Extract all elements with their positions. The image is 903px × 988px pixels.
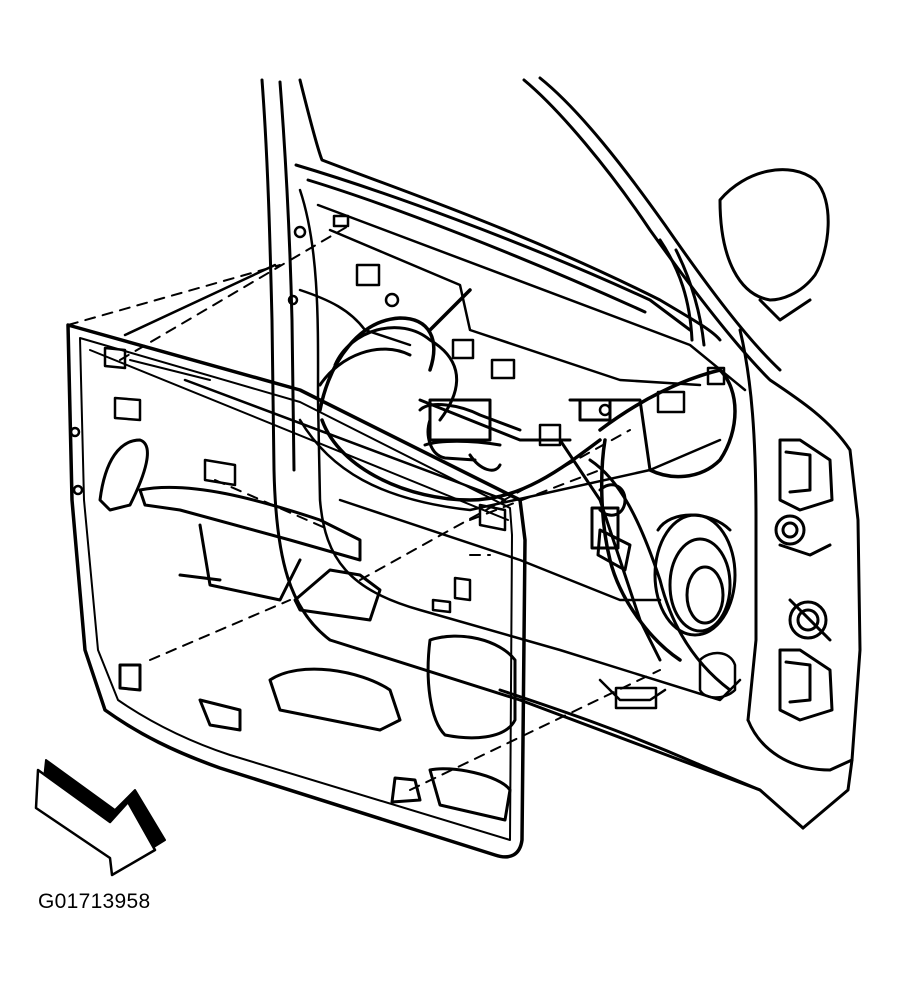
door-check-link	[774, 514, 832, 642]
figure-id-label: G01713958	[38, 890, 151, 913]
front-view-arrow	[34, 759, 166, 877]
door-speaker	[653, 513, 737, 637]
door-hinges	[778, 438, 834, 722]
door-frame	[260, 76, 862, 830]
trim-panel-door-pull	[268, 568, 517, 740]
trim-panel-map-pocket	[118, 663, 512, 822]
trim-panel-clips	[69, 346, 507, 614]
window-regulator	[318, 326, 732, 692]
door-inner-handle	[418, 403, 522, 472]
reference-lines	[123, 263, 507, 502]
door-lower-bracket	[598, 651, 737, 710]
assembly-lines	[67, 224, 661, 791]
wiring-harness	[318, 288, 737, 662]
door-trim-panel	[66, 323, 527, 859]
side-mirror	[718, 168, 830, 322]
